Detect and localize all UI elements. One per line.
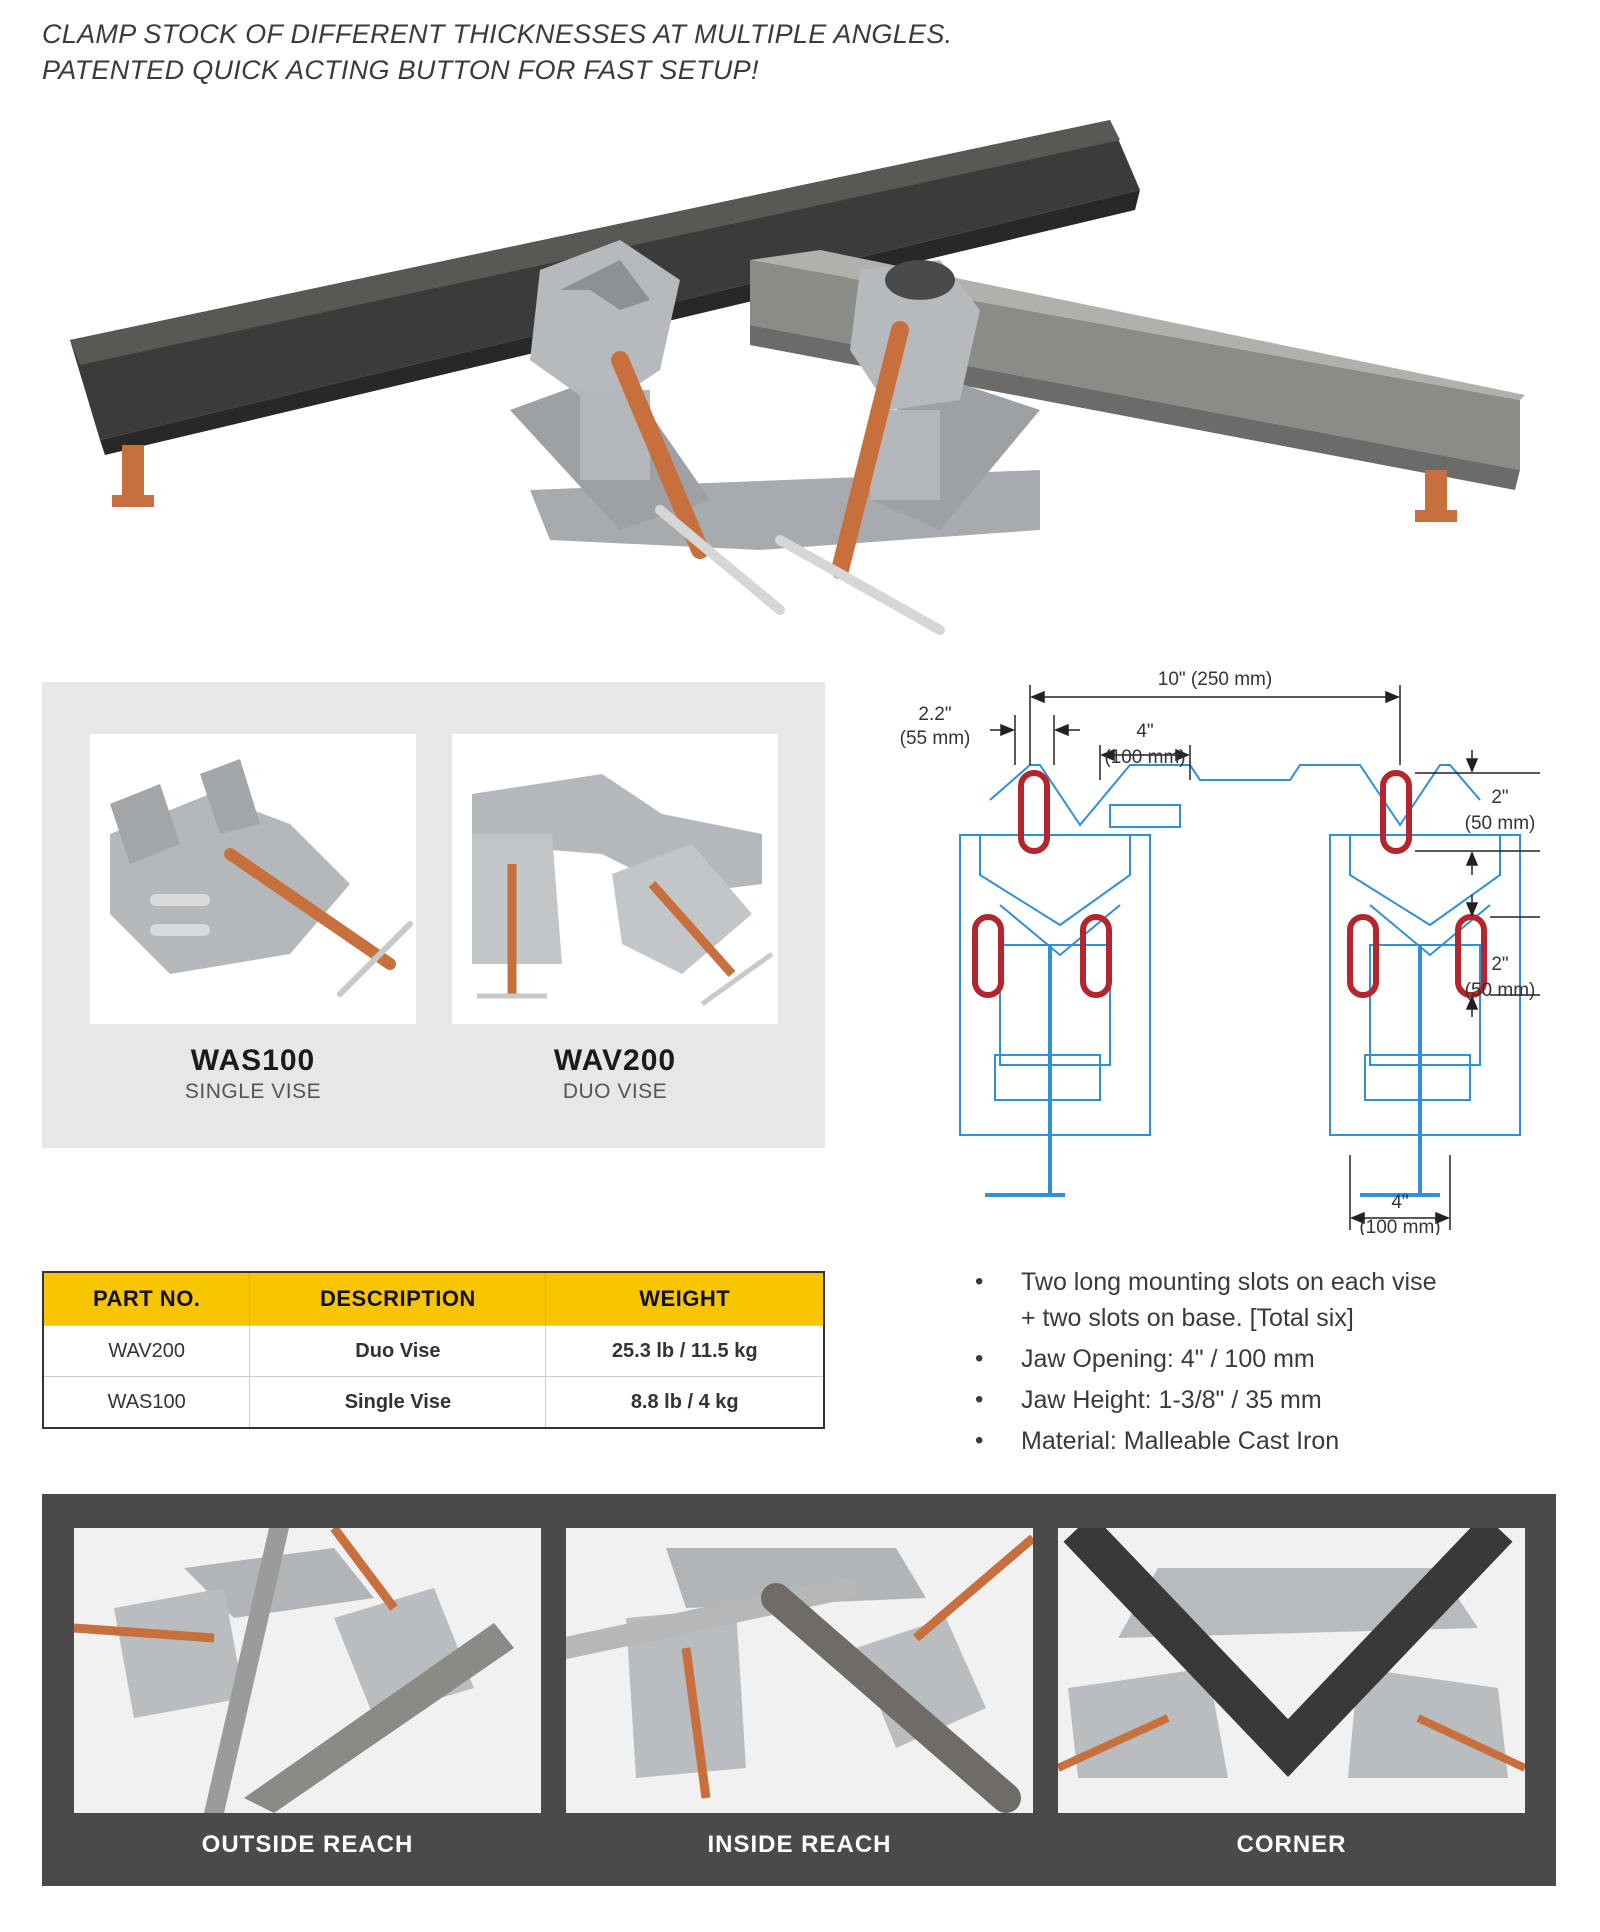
was100-name: WAS100 xyxy=(190,1044,316,1077)
models-panel: WAS100 SINGLE VISE WAV200 DUO VISE xyxy=(42,682,825,1148)
dim-slot-height2-mm: (50 mm) xyxy=(1465,980,1536,1001)
dim-jaw-mm: (100 mm) xyxy=(1359,1217,1440,1235)
cell-description: Duo Vise xyxy=(249,1325,547,1377)
dim-slot-height1-in: 2" xyxy=(1491,787,1508,808)
outside-reach-image xyxy=(74,1528,541,1813)
dim-overall: 10" (250 mm) xyxy=(1158,669,1272,690)
inside-reach-image xyxy=(566,1528,1033,1813)
wav200-desc: DUO VISE xyxy=(562,1080,668,1103)
header-part-no: PART NO. xyxy=(43,1272,251,1326)
feature-text: Jaw Height: 1-3/8" / 35 mm xyxy=(1021,1386,1322,1414)
dim-spacing-in: 4" xyxy=(1136,721,1153,742)
feature-list: • Two long mounting slots on each vise +… xyxy=(975,1264,1575,1464)
headline: CLAMP STOCK OF DIFFERENT THICKNESSES AT … xyxy=(42,16,1042,88)
bullet-icon: • xyxy=(975,1427,984,1454)
list-item: • Jaw Height: 1-3/8" / 35 mm xyxy=(975,1382,1575,1418)
spec-table: PART NO. DESCRIPTION WEIGHT WAV200 Duo V… xyxy=(42,1271,825,1429)
corner-label: CORNER xyxy=(1236,1831,1347,1858)
feature-text: Material: Malleable Cast Iron xyxy=(1021,1427,1340,1455)
bullet-icon: • xyxy=(975,1345,984,1372)
inside-reach-label: INSIDE REACH xyxy=(707,1831,892,1858)
wav200-image xyxy=(452,734,778,1024)
was100-image xyxy=(90,734,416,1024)
feature-text: Two long mounting slots on each vise xyxy=(1021,1268,1437,1296)
cell-weight: 25.3 lb / 11.5 kg xyxy=(545,1325,824,1377)
headline-line-2: PATENTED QUICK ACTING BUTTON FOR FAST SE… xyxy=(42,55,759,85)
corner-image xyxy=(1058,1528,1525,1813)
dimension-diagram: 10" (250 mm) 2.2" (55 mm) 4" (100 mm) 2"… xyxy=(880,655,1560,1238)
dim-jaw-in: 4" xyxy=(1391,1192,1408,1213)
cell-part-no: WAS100 xyxy=(43,1376,251,1428)
cell-description: Single Vise xyxy=(249,1376,547,1428)
was100-desc: SINGLE VISE xyxy=(184,1080,322,1103)
outside-reach-label: OUTSIDE REACH xyxy=(201,1831,414,1858)
table-row: WAV200 Duo Vise 25.3 lb / 11.5 kg xyxy=(43,1325,824,1377)
usage-band: OUTSIDE REACH INSIDE REACH CORNER xyxy=(42,1494,1556,1886)
cell-weight: 8.8 lb / 4 kg xyxy=(545,1376,824,1428)
dim-slot-width-mm: (55 mm) xyxy=(900,728,971,749)
headline-line-1: CLAMP STOCK OF DIFFERENT THICKNESSES AT … xyxy=(42,19,953,49)
header-weight: WEIGHT xyxy=(545,1272,824,1326)
header-description: DESCRIPTION xyxy=(249,1272,547,1326)
table-row: WAS100 Single Vise 8.8 lb / 4 kg xyxy=(43,1376,824,1428)
list-item: • Material: Malleable Cast Iron xyxy=(975,1423,1575,1459)
dim-slot-height2-in: 2" xyxy=(1491,954,1508,975)
bullet-icon: • xyxy=(975,1268,984,1295)
hero-product-image xyxy=(60,110,1540,640)
dim-slot-width-in: 2.2" xyxy=(918,704,951,725)
wav200-name: WAV200 xyxy=(553,1044,677,1077)
list-item: • Two long mounting slots on each vise +… xyxy=(975,1264,1575,1336)
feature-text: Jaw Opening: 4" / 100 mm xyxy=(1021,1345,1315,1373)
cell-part-no: WAV200 xyxy=(43,1325,251,1377)
dim-spacing-mm: (100 mm) xyxy=(1104,747,1185,768)
table-header-row: PART NO. DESCRIPTION WEIGHT xyxy=(43,1272,824,1326)
list-item: • Jaw Opening: 4" / 100 mm xyxy=(975,1341,1575,1377)
feature-text-cont: + two slots on base. [Total six] xyxy=(1021,1304,1354,1332)
dim-slot-height1-mm: (50 mm) xyxy=(1465,813,1536,834)
bullet-icon: • xyxy=(975,1386,984,1413)
